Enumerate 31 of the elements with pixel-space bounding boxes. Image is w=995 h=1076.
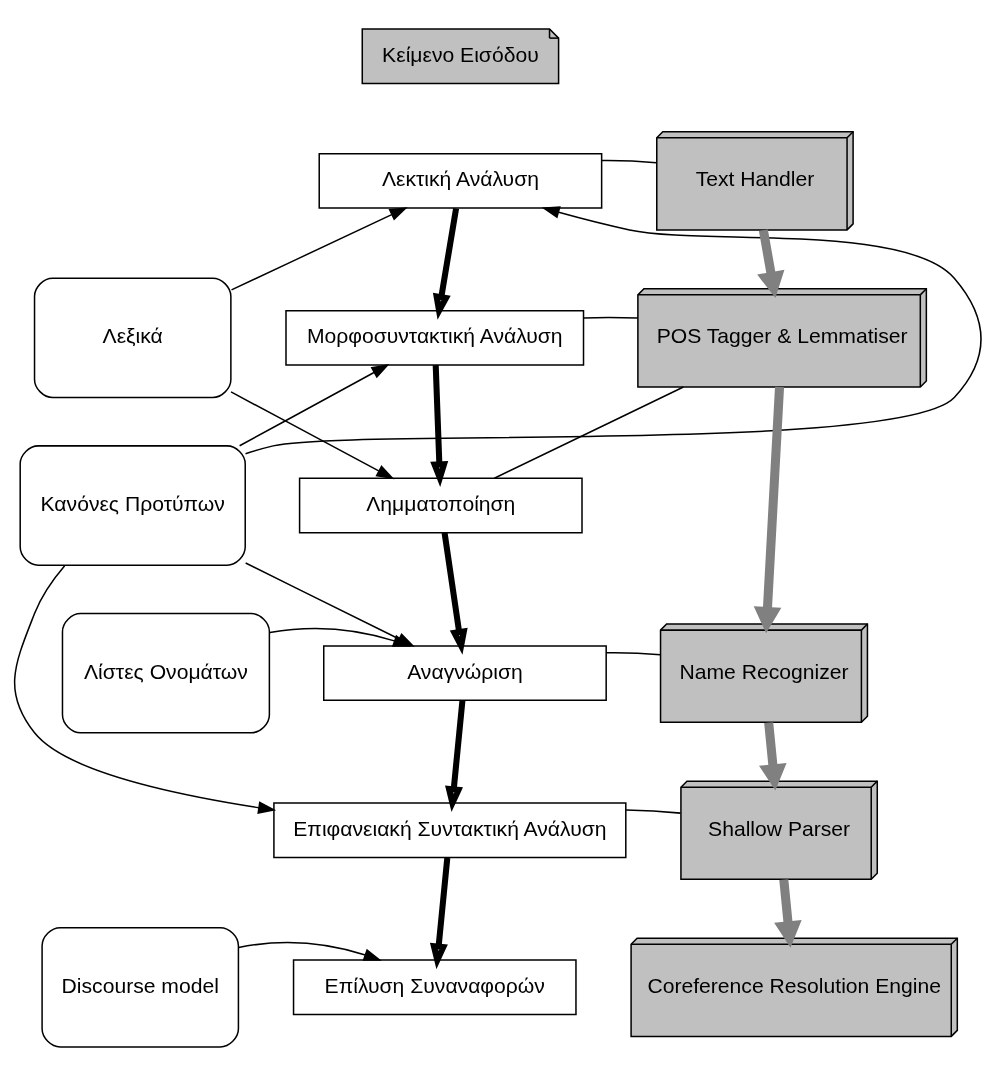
arrow <box>13 564 277 814</box>
connector <box>601 159 658 164</box>
arrow <box>753 386 785 634</box>
arrow <box>269 627 412 647</box>
arrow <box>430 365 449 488</box>
node-box: Λημματοποίηση <box>298 477 583 534</box>
connector <box>493 386 685 479</box>
arrow <box>429 857 451 970</box>
arrow <box>432 207 460 320</box>
arrow <box>757 229 785 299</box>
connector <box>583 316 639 319</box>
node-box: Αναγνώριση <box>323 645 607 702</box>
arrow <box>759 722 787 791</box>
node-box: Κανόνες Προτύπων <box>19 445 246 566</box>
node-box: Λεκτική Ανάλυση <box>318 152 603 209</box>
node-box: Λεξικά <box>33 277 232 399</box>
connector <box>625 809 682 814</box>
arrow <box>237 941 382 961</box>
connector <box>605 652 662 656</box>
node-box: Μορφοσυντακτική Ανάλυση <box>285 309 585 366</box>
arrow <box>230 207 408 291</box>
arrow <box>230 391 395 480</box>
node-box: Επίλυση Συναναφορών <box>292 959 577 1016</box>
node-box: Λίστες Ονομάτων <box>61 612 271 734</box>
arrow <box>238 364 390 447</box>
arrow <box>441 532 468 655</box>
node-box: Discourse model <box>41 926 240 1048</box>
node-box: Επιφανειακή Συντακτική Ανάλυση <box>273 802 627 859</box>
arrow <box>445 700 466 813</box>
arrow <box>774 879 802 948</box>
arrow <box>244 206 982 455</box>
